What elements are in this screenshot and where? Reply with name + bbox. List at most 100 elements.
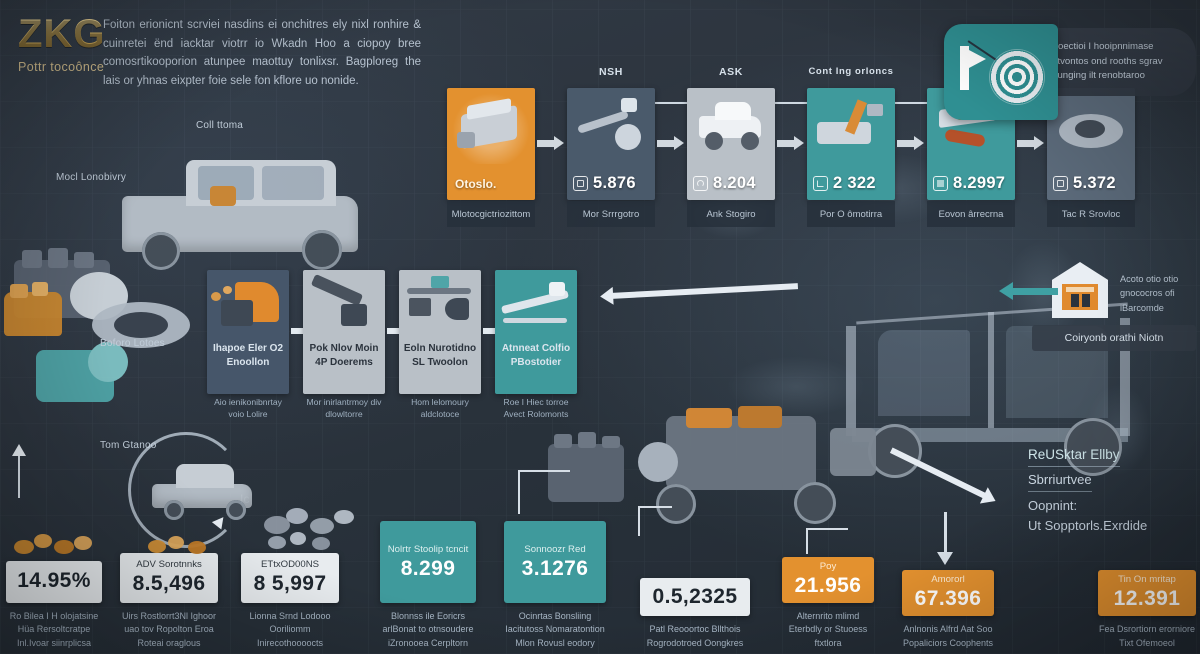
stat-card-0[interactable]: 14.95% Ro Bilea I H olojatsine Hüa Rerso…: [6, 560, 102, 651]
stepped-leader-5: [806, 528, 848, 530]
intro-paragraph: Foiton erionicnt scrviei nasdins ei onch…: [103, 19, 421, 87]
mid-card-2[interactable]: Eoln Nurotidno SL Twoolon: [399, 270, 481, 394]
process-card-3-chip-icon: [813, 176, 828, 191]
callout-badge: [944, 24, 1058, 120]
stat-8-caption: Fea Dsrortiorn erorniore Tixt Ofemoeol: [1098, 624, 1196, 648]
stat-7-value: 67.396: [914, 587, 982, 611]
scanner-icon: [399, 270, 481, 340]
callout-text: Lonoectioi I hooipnnimase sootvontos ond…: [1042, 40, 1163, 82]
process-card-5-value: 5.372: [1073, 174, 1116, 192]
stat-8-value: 12.391: [1113, 587, 1181, 611]
engine-icon: [447, 88, 535, 164]
mid-card-1[interactable]: Pok Nlov Moin 4P Doerems: [303, 270, 385, 394]
process-card-5-chip-icon: [1053, 176, 1068, 191]
stat-3-value: 8.299: [400, 556, 456, 580]
stat-0-value: 14.95%: [17, 569, 91, 593]
annotation-left-top2: Coll ttoma: [196, 120, 244, 131]
connector-1: [657, 136, 684, 150]
facility-house-icon: [1052, 262, 1108, 318]
right-block-line3: Oopnint:: [1028, 498, 1078, 514]
mid-card-3[interactable]: Atnneat Colfio PBostotier: [495, 270, 577, 394]
process-card-2-chip-icon: [693, 176, 708, 191]
process-card-5-caption: Tac R Srovloc: [1047, 201, 1135, 227]
stat-2-key: ETtxOD00NS: [260, 558, 320, 570]
stat-4-caption: Ocinrtas Bonsliing Iacitutoss Nomaratont…: [505, 610, 605, 648]
right-block-line4: Ut Sopptorls.Exrdide: [1028, 517, 1148, 533]
annotation-left-mid: Boforo Lotoes: [100, 338, 165, 349]
right-text-block: ReUSktar Ellby Sbrriurtvee Oopnint: Ut S…: [1028, 445, 1200, 535]
stat-card-8[interactable]: Tin On mritap 12.391 Fea Dsrortiorn eror…: [1098, 570, 1196, 650]
stat-7-caption: Anlnonis Alfrd Aat Soo Popaliciors Cooph…: [902, 624, 994, 648]
small-car-illustration: [150, 456, 258, 524]
stat-0-caption: Ro Bilea I H olojatsine Hüa Rersoltcratp…: [9, 610, 99, 648]
stat-card-2[interactable]: ETtxOD00NS 8 5,997 Lionna Srnd Lodooo Oo…: [241, 552, 339, 651]
stat-5-value: 0.5,2325: [652, 584, 738, 608]
process-card-2[interactable]: 8.204: [687, 88, 775, 200]
stepped-leader-1: [518, 470, 520, 514]
mid-card-3-caption: Roe I Hiec torroe Avect Rolomonts: [503, 397, 569, 420]
scrap-pile-illustration: [264, 498, 384, 544]
process-card-5[interactable]: 5.372: [1047, 88, 1135, 200]
annotation-left-top: Mocl Lonobivry: [56, 172, 127, 183]
flow-arrow-left: [611, 283, 799, 299]
process-card-1-chip-icon: [573, 176, 588, 191]
stat-8-key: Tin On mritap: [1118, 574, 1176, 586]
stat-card-4[interactable]: Sonnoozr Red 3.1276 Ocinrtas Bonsliing I…: [504, 520, 606, 651]
mid-card-2-caption: Hom lelomoury aldclotoce: [411, 397, 469, 420]
stat-7-key: Amororl: [931, 574, 965, 586]
stat-2-value: 8 5,997: [253, 571, 327, 595]
process-card-1[interactable]: 5.876: [567, 88, 655, 200]
process-card-1-caption: Mor Srrrgotro: [567, 201, 655, 227]
mid-card-3-title: Atnneat Colfio PBostotier: [501, 343, 571, 368]
stat-card-5[interactable]: 0.5,2325 Patl Reooortoc Bllthois Rogrodo…: [640, 578, 750, 650]
stat-4-key: Sonnoozr Red: [524, 543, 586, 555]
mid-card-1-title: Pok Nlov Moin 4P Doerems: [309, 343, 379, 368]
stat-1-caption: Uirs Rostlorrt3Nl Ighoor uao tov Ropolto…: [121, 610, 217, 648]
stepped-leader-6: [806, 528, 808, 554]
stat-card-3[interactable]: Nolrtr Stoolip tcncit 8.299 Blonnss ile …: [380, 520, 476, 651]
process-card-0-caption: Mlotocgictriozittom: [447, 201, 535, 227]
vehicle-frame-illustration: [838, 278, 1170, 500]
logo-wordmark: ZKG: [18, 14, 128, 54]
copper-pile-illustration: [0, 280, 70, 346]
process-card-2-caption: Ank Stogiro: [687, 201, 775, 227]
shredder-icon: [207, 270, 289, 340]
right-block-line1: ReUSktar Ellby: [1028, 445, 1120, 468]
stat-6-caption: Alternrito mlimd Eterbdly or Stuoess ftx…: [788, 610, 868, 648]
down-leader-head-icon: [937, 552, 953, 565]
process-card-2-value: 8.204: [713, 174, 756, 192]
car-body-icon: [687, 88, 775, 164]
process-card-0-value: Otoslo.: [455, 177, 497, 191]
process-card-4-caption: Eovon ârrecrna: [927, 201, 1015, 227]
stat-card-1[interactable]: ADV Sorotnnks 8.5,496 Uirs Rostlorrt3Nl …: [120, 552, 218, 651]
teal-module-illustration: [36, 338, 132, 414]
curved-leader-left: [18, 452, 20, 498]
connector-3: [897, 136, 924, 150]
stat-card-6[interactable]: Poy 21.956 Alternrito mlimd Eterbdly or …: [782, 556, 874, 651]
granule-pile-mid-icon: [148, 532, 222, 560]
stat-3-caption: Blonnss ile Eoricrs arlBonat to otnsoude…: [382, 610, 474, 648]
stat-1-value: 8.5,496: [132, 571, 206, 595]
stat-6-value: 21.956: [794, 573, 862, 597]
right-block-line2: Sbrriurtvee: [1028, 470, 1092, 493]
tool-icon: [303, 270, 385, 340]
process-card-0[interactable]: Otoslo.: [447, 88, 535, 200]
stat-card-7[interactable]: Amororl 67.396 Anlnonis Alfrd Aat Soo Po…: [902, 570, 994, 650]
recycling-loop-arrow: [128, 432, 244, 548]
granule-pile-left-icon: [8, 528, 104, 562]
rotor-icon: [1047, 88, 1135, 164]
process-card-1-value: 5.876: [593, 174, 636, 192]
process-card-3[interactable]: 2 322: [807, 88, 895, 200]
process-card-3-caption: Por O ômotirra: [807, 201, 895, 227]
mid-card-1-caption: Mor inirlantrmoy div dlowltorre: [306, 397, 382, 420]
engine-block-illustration: [540, 430, 636, 520]
mid-card-0[interactable]: Ihapoe Eler O2 Enoollon: [207, 270, 289, 394]
brand-logo: ZKG Pottr tocoônce: [18, 14, 128, 74]
process-card-3-value: 2 322: [833, 174, 876, 192]
connector-0: [537, 136, 564, 150]
drivetrain-icon: [807, 88, 895, 164]
exploded-vehicle-illustration: [60, 110, 420, 310]
bracket-label-2: Cont lng orloncs: [808, 66, 894, 77]
target-spiral-icon: [990, 50, 1044, 104]
